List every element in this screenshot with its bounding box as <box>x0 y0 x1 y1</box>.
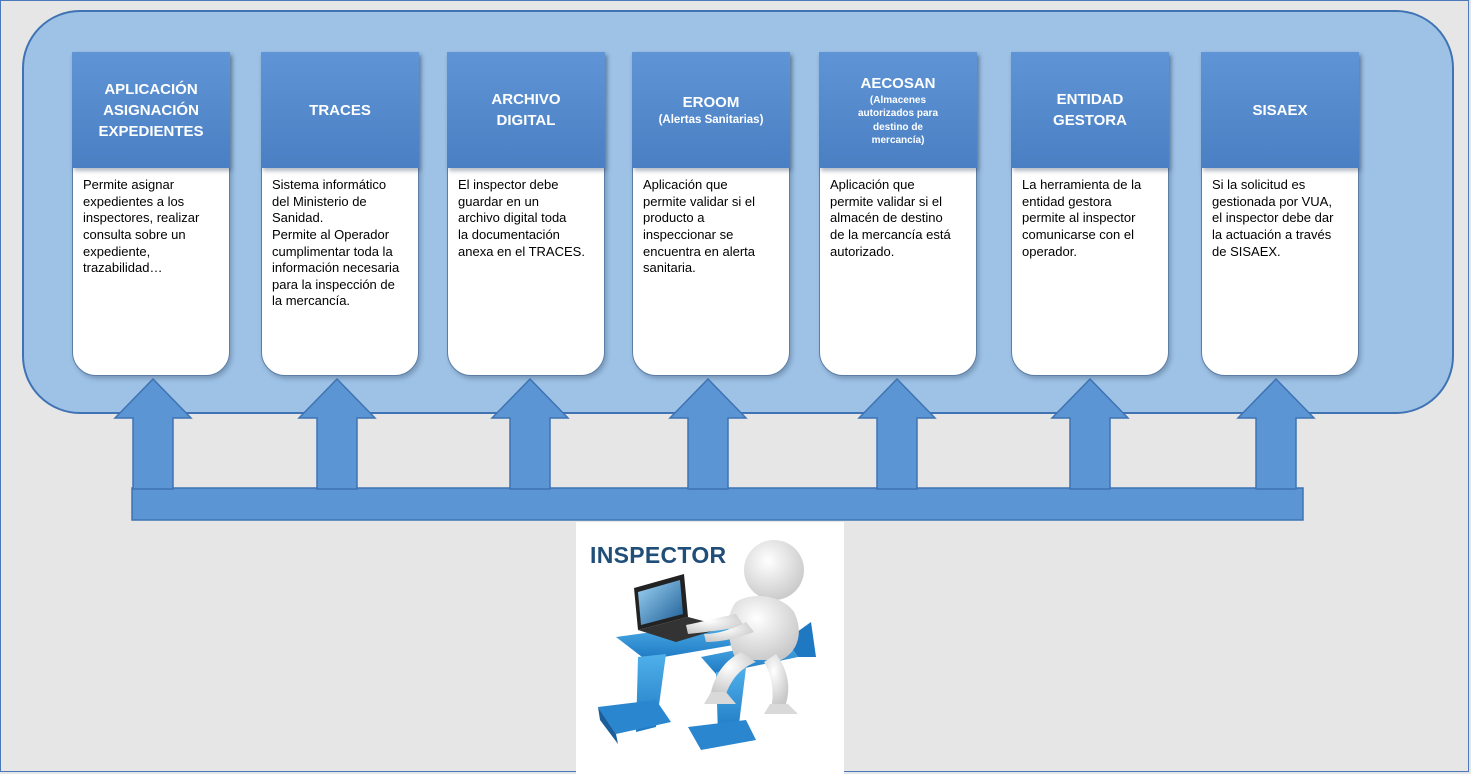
card-header: APLICACIÓN ASIGNACIÓN EXPEDIENTES <box>72 52 230 168</box>
card-description: Sistema informático del Ministerio de Sa… <box>272 177 400 309</box>
arrow-up-2 <box>297 377 377 490</box>
arrow-up-7 <box>1236 377 1316 490</box>
card-title: ENTIDAD GESTORA <box>1053 91 1127 129</box>
card-title: SISAEX <box>1252 101 1308 119</box>
connector-bar <box>131 487 1304 521</box>
card-header: AECOSAN (Almacenes autorizados para dest… <box>819 52 977 168</box>
card-subtitle: (Alertas Sanitarias) <box>658 113 764 126</box>
card-entidad-gestora: ENTIDAD GESTORA La herramienta de la ent… <box>1011 52 1169 376</box>
card-description: La herramienta de la entidad gestora per… <box>1022 177 1142 259</box>
card-eroom: EROOM (Alertas Sanitarias) Aplicación qu… <box>632 52 790 376</box>
card-title: APLICACIÓN ASIGNACIÓN EXPEDIENTES <box>98 80 204 140</box>
card-archivo-digital: ARCHIVO DIGITAL El inspector debe guarda… <box>447 52 605 376</box>
card-header: EROOM (Alertas Sanitarias) <box>632 52 790 168</box>
card-traces: TRACES Sistema informático del Ministeri… <box>261 52 419 376</box>
arrow-up-6 <box>1050 377 1130 490</box>
card-title: AECOSAN <box>860 74 936 92</box>
arrow-up-4 <box>668 377 748 490</box>
card-aecosan: AECOSAN (Almacenes autorizados para dest… <box>819 52 977 376</box>
person-at-laptop-icon <box>598 540 816 750</box>
card-header: ARCHIVO DIGITAL <box>447 52 605 168</box>
card-header: SISAEX <box>1201 52 1359 168</box>
card-title: TRACES <box>309 101 371 119</box>
card-description: Aplicación que permite validar si el alm… <box>830 177 951 259</box>
card-description: El inspector debe guardar en un archivo … <box>458 177 585 259</box>
card-aplicacion-asignacion: APLICACIÓN ASIGNACIÓN EXPEDIENTES Permit… <box>72 52 230 376</box>
card-subtitle: (Almacenes autorizados para destino de m… <box>857 94 939 147</box>
card-description: Si la solicitud es gestionada por VUA, e… <box>1212 177 1334 259</box>
card-description: Aplicación que permite validar si el pro… <box>643 177 756 276</box>
arrow-up-5 <box>857 377 937 490</box>
arrow-up-3 <box>490 377 570 490</box>
inspector-illustration: INSPECTOR <box>576 522 844 774</box>
card-header: TRACES <box>261 52 419 168</box>
card-sisaex: SISAEX Si la solicitud es gestionada por… <box>1201 52 1359 376</box>
card-description: Permite asignar expedientes a los inspec… <box>83 177 200 276</box>
card-title: ARCHIVO DIGITAL <box>491 91 561 129</box>
card-title: EROOM <box>682 93 740 111</box>
arrow-up-1 <box>113 377 193 490</box>
inspector-label: INSPECTOR <box>590 542 727 568</box>
card-header: ENTIDAD GESTORA <box>1011 52 1169 168</box>
